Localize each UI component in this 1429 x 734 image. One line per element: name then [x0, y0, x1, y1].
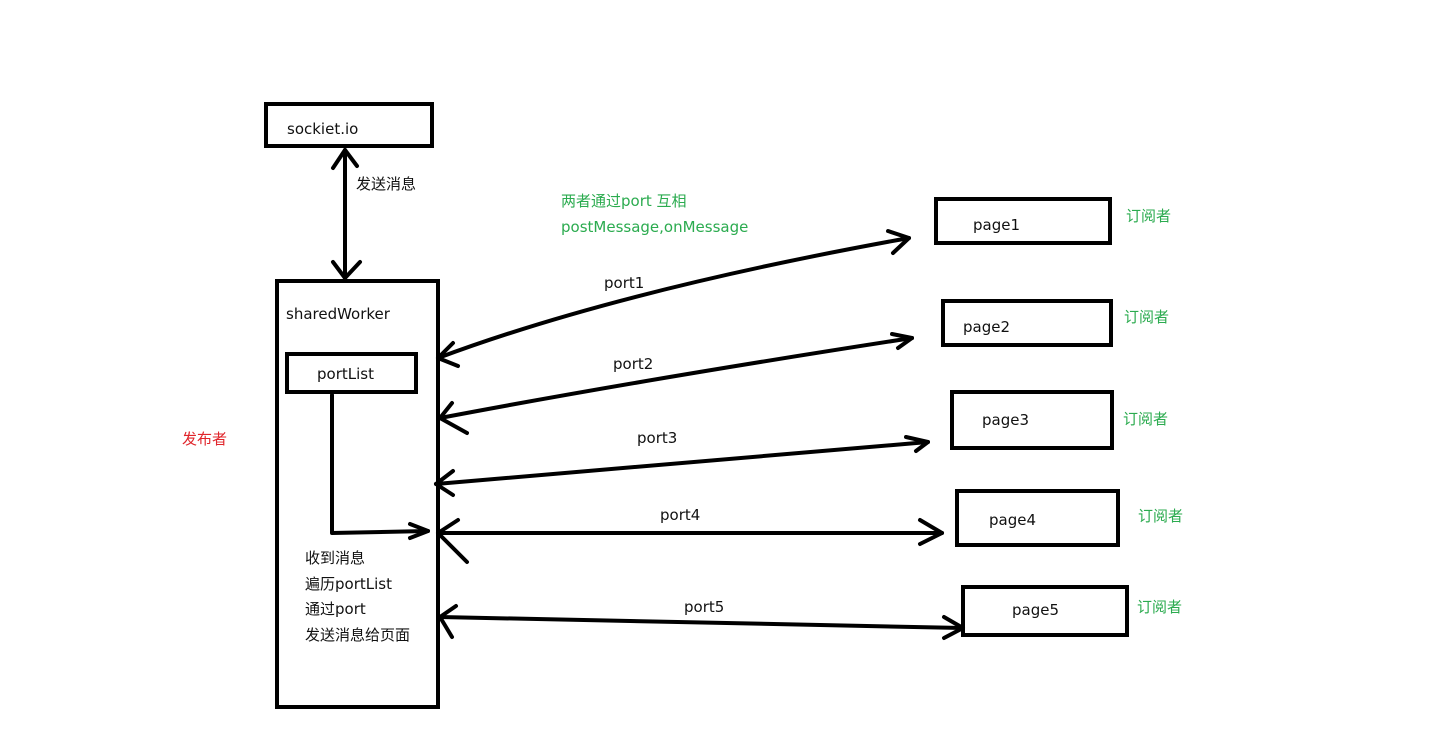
page1-label: page1: [973, 216, 1020, 234]
step-via-port: 通过port: [305, 600, 366, 618]
page5-box: [961, 585, 1129, 637]
port2-label: port2: [613, 355, 653, 373]
page5-subscriber: 订阅者: [1137, 598, 1182, 616]
port-note-line2: postMessage,onMessage: [561, 218, 748, 236]
page1-subscriber: 订阅者: [1126, 207, 1171, 225]
port4-arrow: [436, 518, 944, 564]
send-message-label: 发送消息: [356, 175, 416, 193]
page2-box: [941, 299, 1113, 347]
publisher-label: 发布者: [182, 430, 227, 448]
page5-label: page5: [1012, 601, 1059, 619]
port5-arrow: [438, 604, 965, 640]
step-send-to-page: 发送消息给页面: [305, 626, 410, 644]
page4-subscriber: 订阅者: [1138, 507, 1183, 525]
port2-arrow: [438, 332, 914, 435]
port4-label: port4: [660, 506, 700, 524]
port1-label: port1: [604, 274, 644, 292]
shared-worker-box: [275, 279, 440, 709]
page3-label: page3: [982, 411, 1029, 429]
shared-worker-label: sharedWorker: [286, 305, 391, 323]
page1-box: [934, 197, 1112, 245]
step-iterate: 遍历portList: [305, 575, 392, 593]
page4-box: [955, 489, 1120, 547]
port3-arrow: [434, 435, 930, 497]
socket-box: [264, 102, 434, 148]
port-list-connector: [330, 393, 430, 540]
port3-label: port3: [637, 429, 677, 447]
page3-box: [950, 390, 1114, 450]
port1-arrow: [436, 229, 911, 368]
port-list-box: [285, 352, 418, 394]
page2-label: page2: [963, 318, 1010, 336]
socket-label: sockiet.io: [287, 120, 358, 138]
step-receive: 收到消息: [305, 549, 365, 567]
port-list-label: portList: [317, 365, 374, 383]
page4-label: page4: [989, 511, 1036, 529]
port-note-line1: 两者通过port 互相: [561, 192, 687, 210]
page3-subscriber: 订阅者: [1123, 410, 1168, 428]
port5-label: port5: [684, 598, 724, 616]
socket-worker-arrow: [331, 148, 362, 280]
page2-subscriber: 订阅者: [1124, 308, 1169, 326]
